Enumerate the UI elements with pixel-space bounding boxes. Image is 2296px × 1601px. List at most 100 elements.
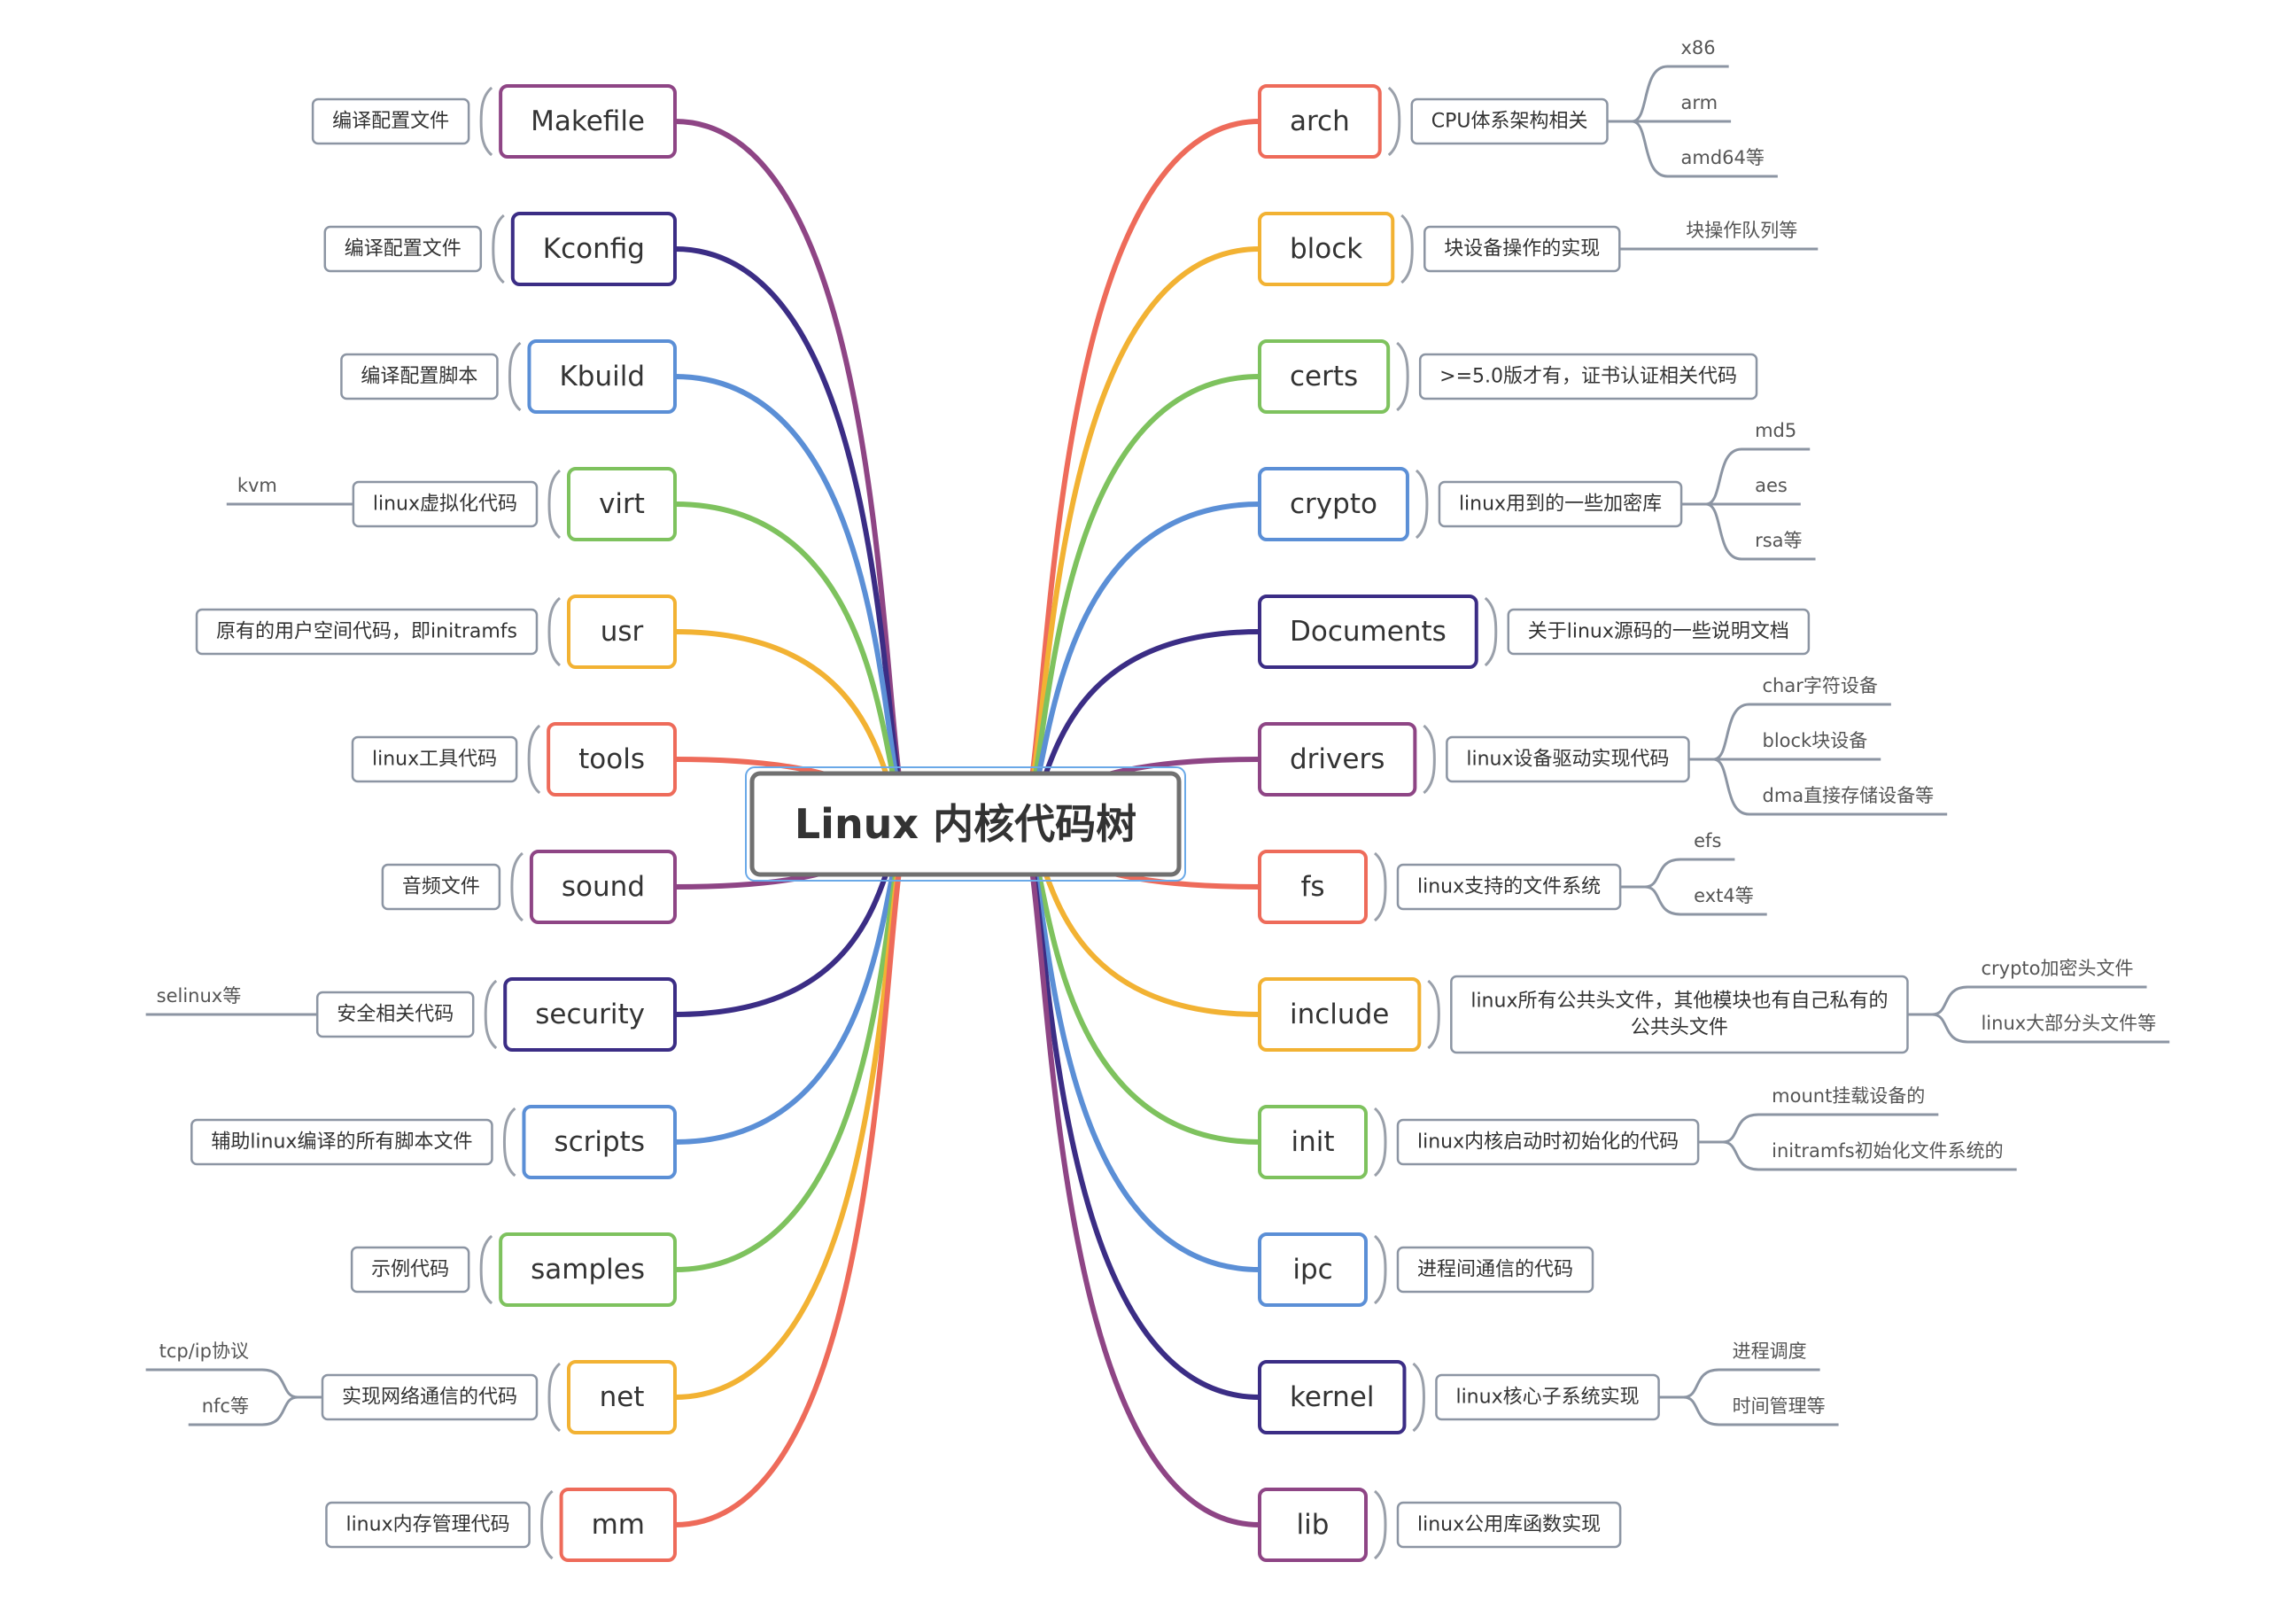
desc-scripts[interactable]: 辅助linux编译的所有脚本文件 — [190, 1118, 493, 1166]
branch-kconfig[interactable]: Kconfig — [510, 212, 677, 286]
leaf-arch-1[interactable]: arm — [1681, 92, 1718, 113]
desc-security[interactable]: 安全相关代码 — [315, 991, 475, 1038]
leaf-drivers-0[interactable]: char字符设备 — [1763, 675, 1878, 696]
leaf-line-kernel-1 — [1658, 1395, 1839, 1426]
desc-block[interactable]: 块设备操作的实现 — [1423, 225, 1621, 273]
branch-security[interactable]: security — [503, 977, 677, 1052]
desc-arch[interactable]: CPU体系架构相关 — [1410, 97, 1609, 145]
branch-block[interactable]: block — [1258, 212, 1395, 286]
desc-fs[interactable]: linux支持的文件系统 — [1396, 863, 1622, 911]
branch-arch[interactable]: arch — [1258, 84, 1382, 159]
leaf-kernel-0[interactable]: 进程调度 — [1733, 1341, 1807, 1362]
leaf-kernel-1[interactable]: 时间管理等 — [1733, 1395, 1826, 1417]
edge-arch — [1016, 119, 1262, 827]
bracket-fs — [1373, 851, 1387, 922]
branch-drivers[interactable]: drivers — [1258, 722, 1417, 797]
desc-label-kernel-0: linux核心子系统实现 — [1455, 1387, 1639, 1409]
branch-label-arch: arch — [1290, 105, 1350, 137]
leaf-include-1[interactable]: linux大部分头文件等 — [1981, 1013, 2156, 1034]
desc-kconfig[interactable]: 编译配置文件 — [323, 225, 483, 273]
branch-box-makefile — [499, 84, 677, 159]
desc-drivers[interactable]: linux设备驱动实现代码 — [1446, 735, 1690, 783]
branch-usr[interactable]: usr — [567, 595, 677, 669]
branch-samples[interactable]: samples — [499, 1232, 677, 1307]
root-title: Linux 内核代码树 — [795, 800, 1136, 848]
branch-box-samples — [499, 1232, 677, 1307]
node-layer: Makefile 编译配置文件 Kconfig 编译配置文件 Kbuild 编译配置脚本 v… — [157, 37, 2156, 1562]
branch-include[interactable]: include — [1258, 977, 1422, 1052]
desc-kbuild[interactable]: 编译配置脚本 — [340, 353, 499, 400]
branch-virt[interactable]: virt — [567, 467, 677, 541]
bracket-scripts — [502, 1107, 516, 1177]
leaf-arch-2[interactable]: amd64等 — [1681, 147, 1765, 168]
leaf-crypto-2[interactable]: rsa等 — [1755, 530, 1802, 551]
desc-label-virt-0: linux虚拟化代码 — [373, 494, 517, 516]
branch-box-kbuild — [527, 339, 677, 414]
branch-ipc[interactable]: ipc — [1258, 1232, 1368, 1307]
desc-init[interactable]: linux内核启动时初始化的代码 — [1396, 1118, 1700, 1166]
leaf-include-0[interactable]: crypto加密头文件 — [1981, 958, 2133, 979]
leaf-fs-1[interactable]: ext4等 — [1694, 885, 1754, 906]
leaf-init-1[interactable]: initramfs初始化文件系统的 — [1772, 1140, 2004, 1162]
leaf-block-0[interactable]: 块操作队列等 — [1686, 220, 1797, 241]
branch-sound[interactable]: sound — [529, 850, 677, 924]
bracket-kernel — [1412, 1362, 1425, 1433]
leaf-drivers-2[interactable]: dma直接存储设备等 — [1763, 785, 1935, 806]
desc-net[interactable]: 实现网络通信的代码 — [321, 1373, 539, 1421]
desc-makefile[interactable]: 编译配置文件 — [311, 97, 470, 145]
leaf-line-crypto-2 — [1681, 502, 1816, 561]
branch-label-kbuild: Kbuild — [559, 361, 645, 392]
desc-sound[interactable]: 音频文件 — [381, 863, 501, 911]
branch-lib[interactable]: lib — [1258, 1488, 1368, 1562]
desc-samples[interactable]: 示例代码 — [350, 1246, 470, 1294]
desc-documents[interactable]: 关于linux源码的一些说明文档 — [1507, 608, 1811, 656]
desc-mm[interactable]: linux内存管理代码 — [325, 1501, 531, 1549]
desc-box-makefile — [311, 97, 470, 145]
leaf-security-0[interactable]: selinux等 — [157, 985, 242, 1006]
desc-virt[interactable]: linux虚拟化代码 — [352, 480, 539, 528]
desc-lib[interactable]: linux公用库函数实现 — [1396, 1501, 1622, 1549]
branch-box-tools — [547, 722, 677, 797]
branch-crypto[interactable]: crypto — [1258, 467, 1409, 541]
branch-fs[interactable]: fs — [1258, 850, 1368, 924]
branch-label-virt: virt — [599, 488, 645, 520]
branch-certs[interactable]: certs — [1258, 339, 1391, 414]
leaf-fs-0[interactable]: efs — [1694, 830, 1721, 851]
desc-usr[interactable]: 原有的用户空间代码，即initramfs — [195, 608, 539, 656]
branch-net[interactable]: net — [567, 1360, 677, 1434]
edge-mm — [672, 821, 915, 1527]
branch-mm[interactable]: mm — [559, 1488, 677, 1562]
branch-kernel[interactable]: kernel — [1258, 1360, 1407, 1434]
branch-tools[interactable]: tools — [547, 722, 677, 797]
branch-label-makefile: Makefile — [531, 105, 645, 137]
desc-certs[interactable]: >=5.0版才有，证书认证相关代码 — [1418, 353, 1758, 400]
leaf-crypto-1[interactable]: aes — [1755, 475, 1788, 496]
leaf-net-0[interactable]: tcp/ip协议 — [159, 1341, 249, 1362]
bracket-usr — [547, 596, 562, 667]
root-node[interactable]: Linux 内核代码树 — [745, 766, 1186, 882]
leaf-net-1[interactable]: nfc等 — [202, 1395, 249, 1417]
desc-ipc[interactable]: 进程间通信的代码 — [1396, 1246, 1594, 1294]
branch-box-sound — [529, 850, 677, 924]
desc-box-drivers — [1446, 735, 1690, 783]
branch-box-crypto — [1258, 467, 1409, 541]
desc-label-include-0: linux所有公共头文件，其他模块也有自己私有的 — [1470, 991, 1888, 1013]
leaf-drivers-1[interactable]: block块设备 — [1763, 730, 1868, 751]
desc-box-virt — [352, 480, 539, 528]
leaf-virt-0[interactable]: kvm — [237, 475, 277, 496]
branch-kbuild[interactable]: Kbuild — [527, 339, 677, 414]
branch-scripts[interactable]: scripts — [522, 1105, 677, 1179]
leaf-arch-0[interactable]: x86 — [1681, 37, 1716, 58]
branch-box-include — [1258, 977, 1422, 1052]
branch-documents[interactable]: Documents — [1258, 595, 1478, 669]
desc-tools[interactable]: linux工具代码 — [351, 735, 518, 783]
desc-kernel[interactable]: linux核心子系统实现 — [1435, 1373, 1660, 1421]
branch-init[interactable]: init — [1258, 1105, 1368, 1179]
leaf-init-0[interactable]: mount挂载设备的 — [1772, 1085, 1925, 1107]
desc-label-certs-0: >=5.0版才有，证书认证相关代码 — [1439, 366, 1737, 388]
leaf-crypto-0[interactable]: md5 — [1755, 420, 1796, 441]
leaf-line-drivers-2 — [1688, 758, 1948, 816]
branch-makefile[interactable]: Makefile — [499, 84, 677, 159]
desc-crypto[interactable]: linux用到的一些加密库 — [1438, 480, 1683, 528]
